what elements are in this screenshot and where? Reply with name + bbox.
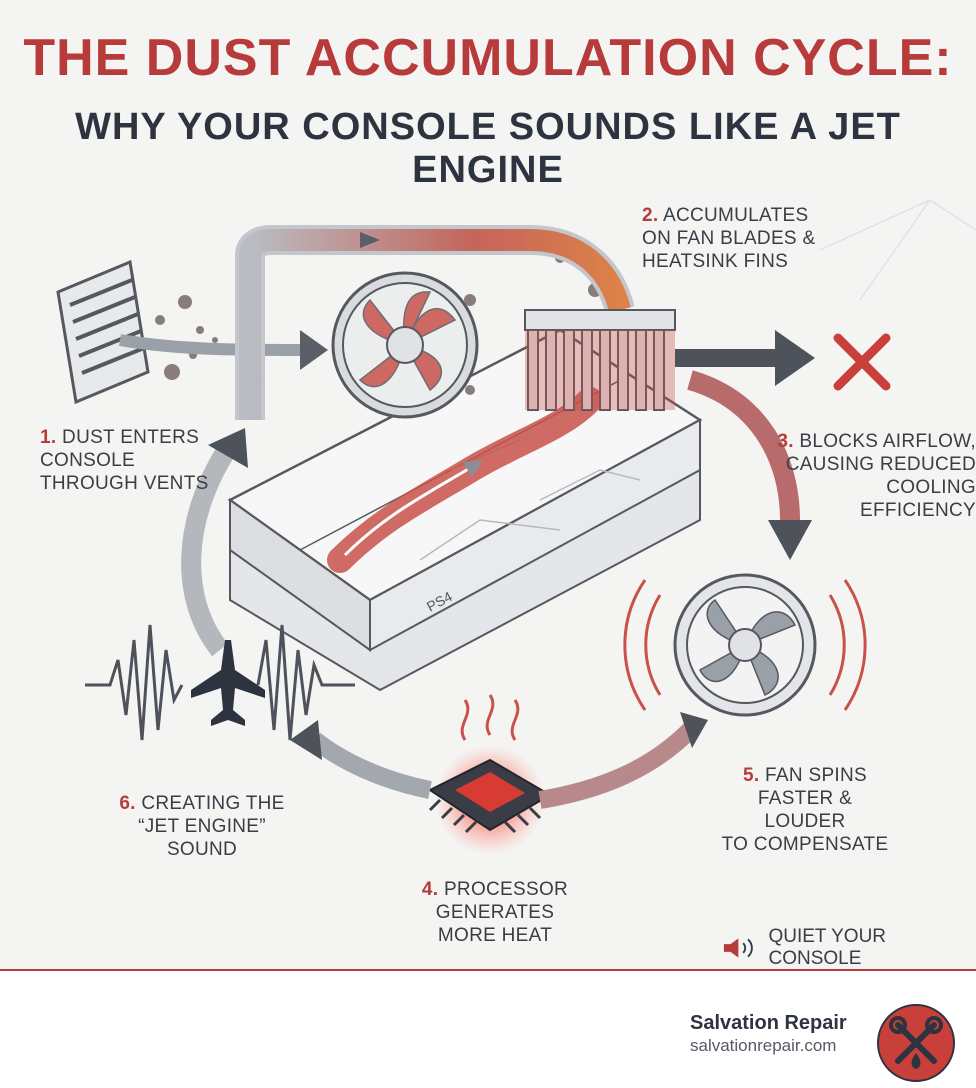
brand-url-link[interactable]: salvationrepair.com (690, 1036, 837, 1055)
heatsink-icon (524, 309, 676, 411)
page-title: THE DUST ACCUMULATION CYCLE: (23, 29, 953, 87)
footer-divider (0, 969, 976, 971)
brand-name: Salvation Repair (690, 1012, 847, 1034)
fan-icon (331, 271, 479, 419)
background-lines (819, 199, 976, 301)
sound-wave-icon (85, 624, 355, 741)
step-6-label: 6. CREATING THE “JET ENGINE” SOUND (119, 793, 285, 860)
speaker-icon (723, 938, 753, 958)
page-subtitle: WHY YOUR CONSOLE SOUNDS LIKE A JET ENGIN… (75, 106, 901, 191)
quiet-console-link[interactable]: QUIET YOUR CONSOLE (722, 926, 976, 970)
loud-fan-icon (623, 573, 867, 717)
processor-chip-icon (428, 694, 552, 855)
step-3-label: 3. BLOCKS AIRFLOW, CAUSING REDUCED COOLI… (777, 431, 976, 521)
dust-cycle-diagram: PS4 (56, 199, 976, 855)
quiet-console-label: QUIET YOUR CONSOLE (768, 926, 887, 969)
vent-grille-icon (56, 259, 150, 405)
step-2-label: 2. ACCUMULATES ON FAN BLADES & HEATSINK … (642, 205, 816, 272)
step-4-label: 4. PROCESSOR GENERATES MORE HEAT (421, 879, 569, 946)
airplane-icon (191, 640, 265, 726)
step-1-label: 1. DUST ENTERS CONSOLE THROUGH VENTS (40, 427, 209, 494)
step-5-label: 5. FAN SPINS FASTER & LOUDER TO COMPENSA… (721, 765, 889, 855)
footer (0, 971, 976, 1088)
wrench-logo-icon (877, 1004, 955, 1082)
blocked-x-icon (833, 333, 891, 391)
